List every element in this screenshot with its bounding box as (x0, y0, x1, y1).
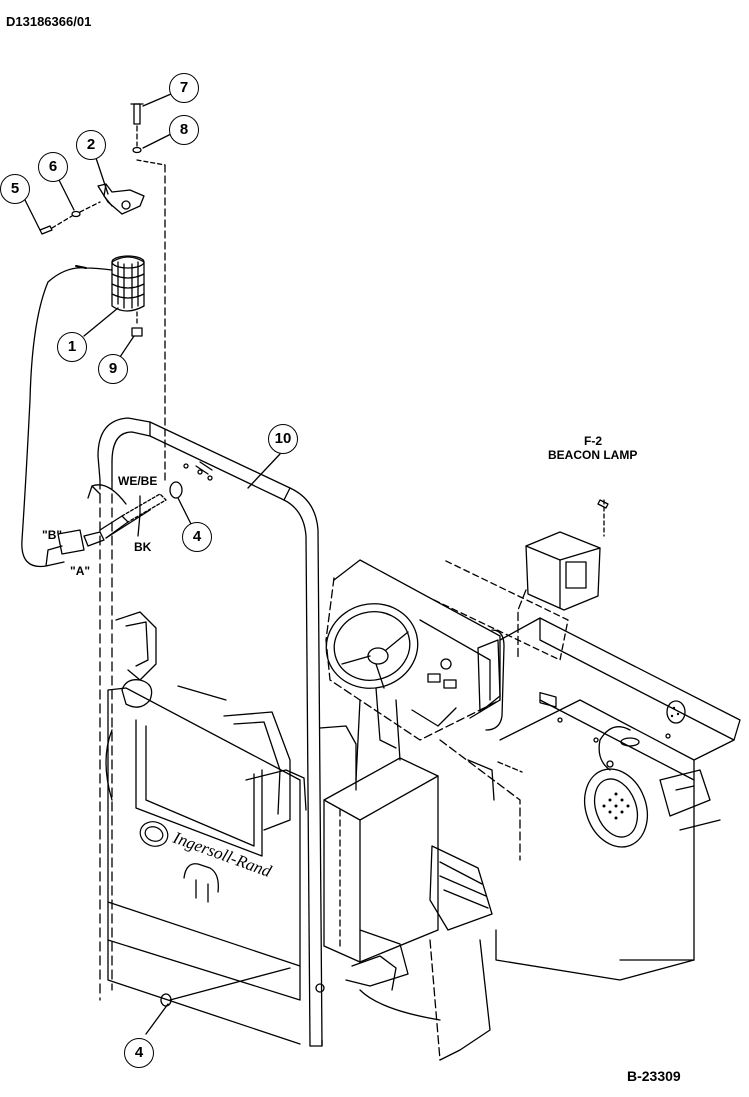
operator-seat (223, 711, 357, 831)
console-box (323, 757, 439, 963)
callout-1: 1 (57, 332, 87, 362)
connector-label-a: "A" (70, 564, 91, 578)
callout-6: 6 (38, 152, 68, 182)
steering-wheel (325, 603, 419, 781)
callout-10: 10 (268, 424, 298, 454)
wire-label-bk: BK (134, 540, 152, 554)
callout-4-upper: 4 (182, 522, 212, 552)
speaker-grill (602, 706, 680, 820)
dashboard (333, 559, 505, 731)
fuse-box (517, 499, 609, 708)
callout-2: 2 (76, 130, 106, 160)
callout-7: 7 (169, 73, 199, 103)
connector-label-b: "B" (42, 528, 63, 542)
figure-id: B-23309 (627, 1068, 681, 1084)
callout-4-lower: 4 (124, 1038, 154, 1068)
document-id: D13186366/01 (6, 14, 92, 29)
callout-8: 8 (169, 115, 199, 145)
right-fender (495, 617, 741, 981)
callout-9: 9 (98, 354, 128, 384)
rear-body (105, 611, 301, 1045)
ingersoll-rand-logo-icon (139, 821, 169, 847)
fuse-ref-label: F-2 (584, 434, 602, 448)
rops-frame (97, 417, 325, 1047)
connector-detail (45, 481, 183, 567)
wire-label-we-be: WE/BE (118, 474, 158, 488)
callout-5: 5 (0, 174, 30, 204)
beacon-lamp-parts (21, 103, 145, 568)
lower-step (345, 845, 493, 1061)
fuse-name-label: BEACON LAMP (548, 448, 638, 462)
